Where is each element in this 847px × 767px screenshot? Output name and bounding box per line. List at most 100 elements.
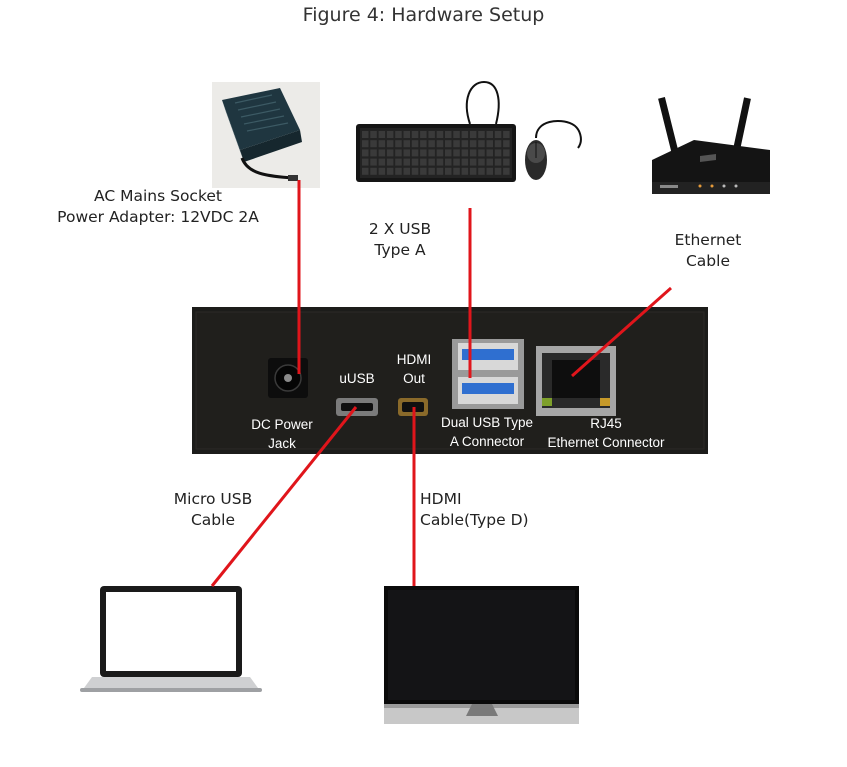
keyboard-key bbox=[420, 149, 427, 157]
keyboard-key bbox=[469, 131, 477, 138]
keyboard-key bbox=[362, 131, 369, 138]
keyboard-key bbox=[386, 167, 394, 175]
micro-usb-cable-label-line2: Cable bbox=[190, 511, 235, 529]
keyboard-key bbox=[486, 140, 493, 148]
keyboard-key bbox=[445, 131, 452, 138]
micro-usb-port-label-line1: uUSB bbox=[339, 371, 375, 386]
keyboard-key bbox=[486, 149, 493, 157]
keyboard-key bbox=[411, 149, 419, 157]
keyboard-key bbox=[461, 131, 469, 138]
keyboard-key bbox=[362, 167, 369, 175]
keyboard-key bbox=[436, 149, 444, 157]
device-front-panel bbox=[192, 307, 708, 454]
keyboard-key bbox=[436, 131, 444, 138]
keyboard-key bbox=[461, 158, 469, 166]
keyboard-key bbox=[370, 131, 377, 138]
keyboard-key bbox=[362, 149, 369, 157]
keyboard-key bbox=[378, 131, 386, 138]
keyboard-key bbox=[445, 167, 452, 175]
keyboard-key bbox=[453, 167, 460, 175]
keyboard-key bbox=[370, 149, 377, 157]
rj45-port-label: RJ45 Ethernet Connector bbox=[540, 414, 672, 452]
hdmi-cable-label-line1: HDMI bbox=[420, 490, 462, 508]
keyboard-key bbox=[420, 140, 427, 148]
keyboard-key bbox=[478, 149, 485, 157]
keyboard-key bbox=[478, 158, 485, 166]
hdmi-cable-label: HDMI Cable(Type D) bbox=[420, 489, 550, 531]
keyboard-key bbox=[486, 167, 493, 175]
keyboard-key bbox=[378, 158, 386, 166]
keyboard-key bbox=[370, 167, 377, 175]
router-image bbox=[652, 97, 770, 194]
keyboard-key bbox=[428, 149, 435, 157]
keyboard-key bbox=[403, 167, 410, 175]
keyboard-key bbox=[386, 158, 394, 166]
keyboard-key bbox=[428, 140, 435, 148]
keyboard-key bbox=[411, 140, 419, 148]
rj45-port-label-line2: Ethernet Connector bbox=[547, 435, 665, 450]
keyboard-key bbox=[494, 167, 502, 175]
usb-a-label: 2 X USB Type A bbox=[340, 219, 460, 261]
cables bbox=[210, 180, 672, 587]
keyboard-key bbox=[453, 158, 460, 166]
keyboard-key bbox=[503, 158, 510, 166]
keyboard-key bbox=[403, 131, 410, 138]
keyboard-key bbox=[494, 140, 502, 148]
keyboard-key bbox=[428, 131, 435, 138]
dual-usb-port bbox=[452, 339, 524, 409]
keyboard-key bbox=[411, 158, 419, 166]
keyboard-key bbox=[386, 140, 394, 148]
keyboard-key bbox=[378, 167, 386, 175]
power-adapter-label-line2: Power Adapter: 12VDC 2A bbox=[57, 208, 259, 226]
keyboard-key bbox=[428, 158, 435, 166]
dual-usb-port-label-line2: A Connector bbox=[449, 434, 525, 449]
keyboard-key bbox=[386, 149, 394, 157]
dc-power-jack-label: DC Power Jack bbox=[240, 415, 324, 453]
keyboard-key bbox=[486, 158, 493, 166]
keyboard-key bbox=[453, 149, 460, 157]
hdmi-port-label: HDMI Out bbox=[388, 350, 440, 388]
keyboard-key bbox=[411, 167, 419, 175]
keyboard-key bbox=[362, 158, 369, 166]
monitor-image bbox=[384, 586, 579, 724]
keyboard-key bbox=[395, 158, 402, 166]
keyboard-key bbox=[403, 140, 410, 148]
laptop-image bbox=[80, 586, 262, 692]
keyboard-key bbox=[503, 131, 510, 138]
keyboard-key bbox=[395, 167, 402, 175]
dc-power-jack-label-line2: Jack bbox=[268, 436, 296, 451]
power-adapter-label-line1: AC Mains Socket bbox=[94, 187, 222, 205]
rj45-port-label-line1: RJ45 bbox=[590, 416, 622, 431]
keyboard-key bbox=[494, 131, 502, 138]
hdmi-port-label-line2: Out bbox=[403, 371, 425, 386]
keyboard-key bbox=[395, 131, 402, 138]
dc-power-jack-label-line1: DC Power bbox=[251, 417, 313, 432]
keyboard-key bbox=[428, 167, 435, 175]
rj45-port bbox=[536, 346, 616, 416]
keyboard-key bbox=[445, 149, 452, 157]
keyboard-key bbox=[420, 131, 427, 138]
keyboard-key bbox=[386, 131, 394, 138]
ethernet-label-line1: Ethernet bbox=[674, 231, 742, 249]
keyboard-key bbox=[370, 140, 377, 148]
dual-usb-port-label-line1: Dual USB Type bbox=[440, 415, 534, 430]
ethernet-label: Ethernet Cable bbox=[648, 230, 768, 272]
keyboard-key bbox=[378, 140, 386, 148]
keyboard-key bbox=[395, 149, 402, 157]
micro-usb-cable-label: Micro USB Cable bbox=[148, 489, 278, 531]
keyboard-key bbox=[445, 140, 452, 148]
keyboard-key bbox=[420, 167, 427, 175]
keyboard-key bbox=[461, 149, 469, 157]
keyboard-key bbox=[494, 149, 502, 157]
keyboard-key bbox=[478, 167, 485, 175]
keyboard-key bbox=[378, 149, 386, 157]
keyboard-key bbox=[420, 158, 427, 166]
ethernet-label-line2: Cable bbox=[685, 252, 730, 270]
micro-usb-port bbox=[336, 398, 378, 416]
keyboard-key bbox=[362, 140, 369, 148]
hdmi-port-label-line1: HDMI bbox=[396, 352, 432, 367]
keyboard-key bbox=[503, 140, 510, 148]
keyboard-key bbox=[395, 140, 402, 148]
keyboard-key bbox=[403, 158, 410, 166]
